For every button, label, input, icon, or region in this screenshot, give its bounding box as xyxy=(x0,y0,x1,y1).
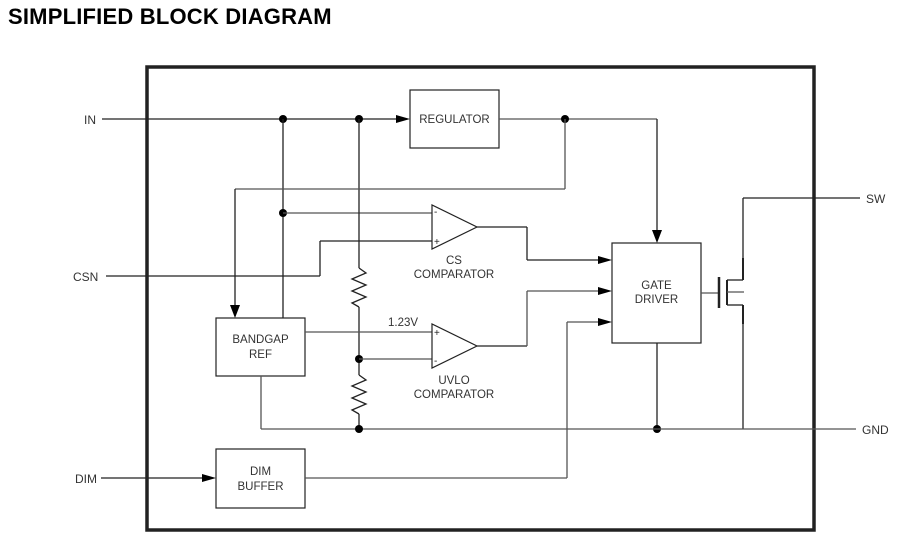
junction-dot xyxy=(355,425,363,433)
arrow-dim-to-gate-driver xyxy=(598,318,612,326)
cs-comparator: - + CS COMPARATOR xyxy=(414,204,612,281)
regulator-output-net xyxy=(230,115,662,318)
diagram-title: SIMPLIFIED BLOCK DIAGRAM xyxy=(8,4,332,29)
pin-label-gnd: GND xyxy=(862,423,889,437)
cs-comparator-inverting-input: - xyxy=(434,207,437,218)
resistor-upper-icon xyxy=(350,267,368,308)
cs-comparator-label-1: CS xyxy=(446,255,462,267)
regulator-label: REGULATOR xyxy=(419,114,490,126)
resistor-lower-icon xyxy=(350,374,368,415)
bandgap-ref-block: BANDGAP REF 1.23V xyxy=(215,317,432,429)
in-net xyxy=(102,115,432,318)
resistor-divider xyxy=(350,267,432,429)
cs-comparator-label-2: COMPARATOR xyxy=(414,269,495,281)
gate-driver-label-1: GATE xyxy=(641,280,672,292)
csn-net xyxy=(106,240,432,277)
dim-buffer-label-2: BUFFER xyxy=(238,481,284,493)
ic-package-outline xyxy=(145,65,816,532)
reference-voltage-label: 1.23V xyxy=(388,317,418,329)
bandgap-label-1: BANDGAP xyxy=(232,334,289,346)
uvlo-comparator-noninverting-input: + xyxy=(434,328,440,339)
arrow-to-bandgap xyxy=(230,305,240,318)
uvlo-comparator-label-1: UVLO xyxy=(438,375,469,387)
uvlo-comparator-inverting-input: - xyxy=(434,356,437,367)
pin-label-in: IN xyxy=(84,113,96,127)
pin-label-dim: DIM xyxy=(75,472,97,486)
gate-driver-label-2: DRIVER xyxy=(635,294,678,306)
arrow-to-regulator xyxy=(396,115,410,123)
arrow-to-gate-driver xyxy=(652,230,662,243)
pin-label-csn: CSN xyxy=(73,270,98,284)
bandgap-label-2: REF xyxy=(249,349,272,361)
dim-net: DIM BUFFER xyxy=(101,318,612,509)
arrow-to-dim-buffer xyxy=(202,474,216,482)
arrow-uvlo-to-gate-driver xyxy=(598,287,612,295)
dim-buffer-label-1: DIM xyxy=(250,466,271,478)
cs-comparator-noninverting-input: + xyxy=(434,237,440,248)
mosfet-switch-icon xyxy=(717,197,860,429)
regulator-block: REGULATOR xyxy=(409,89,500,149)
gate-driver-block: GATE DRIVER xyxy=(611,242,719,433)
uvlo-comparator-label-2: COMPARATOR xyxy=(414,389,495,401)
arrow-cs-to-gate-driver xyxy=(598,256,612,264)
dim-buffer-block xyxy=(215,448,306,509)
gnd-net xyxy=(261,425,856,433)
uvlo-comparator: + - UVLO COMPARATOR xyxy=(414,287,612,401)
pin-label-sw: SW xyxy=(866,192,886,206)
